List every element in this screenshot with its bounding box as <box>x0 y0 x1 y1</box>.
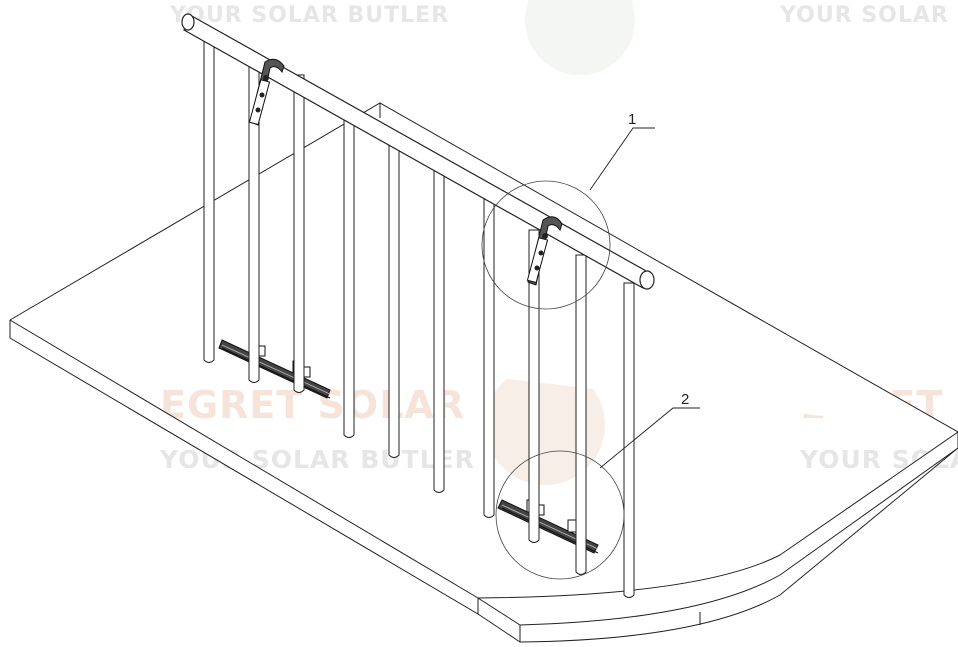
baluster-6 <box>433 169 445 493</box>
callout-2: 2 <box>681 391 689 408</box>
baluster-3 <box>293 74 305 393</box>
balusters <box>203 29 635 598</box>
watermark-tagline-top-right: YOUR SOLAR BUTLER <box>779 3 958 28</box>
handrail <box>181 13 655 290</box>
baluster-5 <box>388 144 400 458</box>
baluster-9 <box>575 254 587 575</box>
leader-line-1 <box>589 127 655 191</box>
detail-circle-2 <box>495 450 625 580</box>
watermark-logo-top <box>525 0 635 75</box>
baluster-10 <box>623 282 635 598</box>
baluster-1 <box>203 29 215 363</box>
hook-bracket-left <box>248 58 285 126</box>
baluster-2 <box>248 54 260 383</box>
detail-circle-1 <box>481 180 611 310</box>
hook-bracket-right <box>526 216 563 286</box>
baluster-7 <box>483 194 495 518</box>
callout-1: 1 <box>628 111 636 128</box>
baluster-4 <box>343 117 355 438</box>
leader-line-2 <box>599 407 700 469</box>
watermark: YOUR SOLAR BUTLER YOUR SOLAR BUTLER EGRE… <box>159 0 958 485</box>
watermark-tagline-top: YOUR SOLAR BUTLER <box>169 3 449 28</box>
watermark-logo-center <box>485 365 605 485</box>
